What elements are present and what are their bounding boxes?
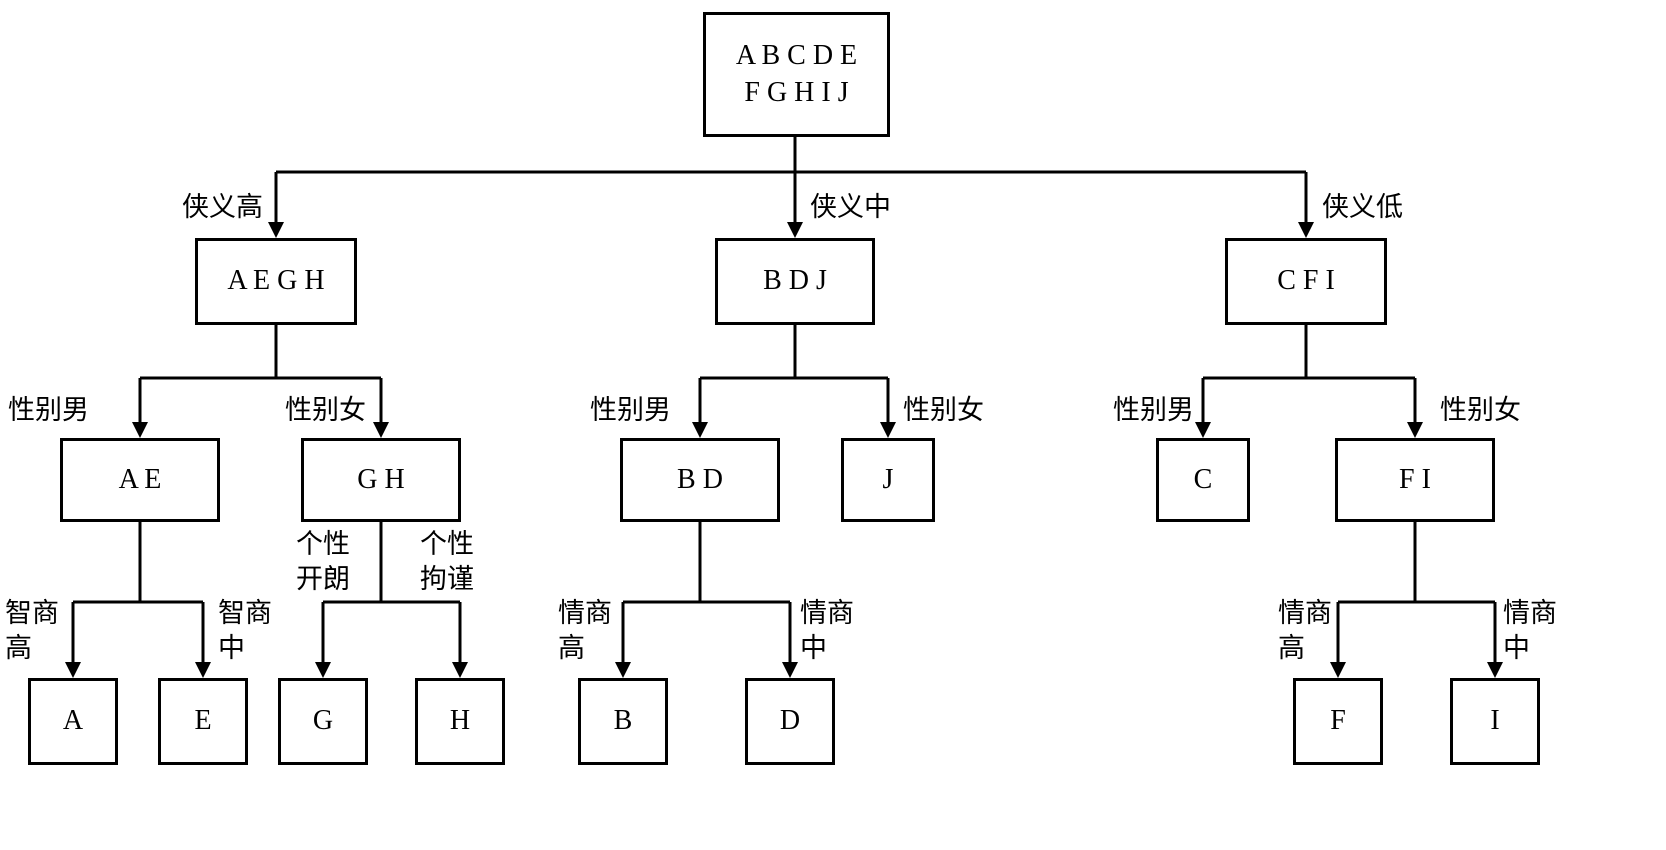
node-fi: F I	[1335, 438, 1495, 522]
branch-label-eq-mid-right: 情商 中	[1503, 598, 1557, 664]
node-d: D	[745, 678, 835, 765]
arrowhead	[1487, 662, 1503, 678]
branch-label-gender-female-mid: 性别女	[903, 395, 984, 425]
arrowhead	[880, 422, 896, 438]
branch-label-eq-high-right: 情商 高	[1278, 598, 1332, 664]
node-a: A	[28, 678, 118, 765]
branch-label-eq-high-mid: 情商 高	[558, 598, 612, 664]
node-bdj: B D J	[715, 238, 875, 325]
connector-path	[71, 137, 1497, 666]
branch-label-gender-male-mid: 性别男	[590, 395, 671, 425]
arrowhead	[1195, 422, 1211, 438]
arrowhead	[692, 422, 708, 438]
arrowhead	[65, 662, 81, 678]
arrowhead	[1407, 422, 1423, 438]
arrowhead	[787, 222, 803, 238]
node-bd: B D	[620, 438, 780, 522]
branch-label-chivalry-high: 侠义高	[182, 192, 263, 222]
node-i: I	[1450, 678, 1540, 765]
branch-label-iq-high: 智商 高	[5, 598, 59, 664]
node-root-line2: F G H I J	[744, 76, 849, 108]
branch-label-iq-mid: 智商 中	[218, 598, 272, 664]
node-h: H	[415, 678, 505, 765]
branch-label-personality-reserved: 个性 拘谨	[420, 529, 474, 595]
node-f: F	[1293, 678, 1383, 765]
arrowhead	[268, 222, 284, 238]
branch-label-eq-mid-mid: 情商 中	[800, 598, 854, 664]
branch-label-chivalry-mid: 侠义中	[810, 192, 891, 222]
branch-label-personality-outgoing: 个性 开朗	[296, 529, 350, 595]
arrowhead	[132, 422, 148, 438]
arrowhead	[195, 662, 211, 678]
arrowhead	[1330, 662, 1346, 678]
node-c: C	[1156, 438, 1250, 522]
branch-label-gender-female-left: 性别女	[285, 395, 366, 425]
arrowhead	[452, 662, 468, 678]
node-ae: A E	[60, 438, 220, 522]
branch-label-gender-male-left: 性别男	[8, 395, 89, 425]
arrowhead	[615, 662, 631, 678]
arrowheads	[65, 222, 1503, 678]
arrowhead	[782, 662, 798, 678]
node-cfi: C F I	[1225, 238, 1387, 325]
node-e: E	[158, 678, 248, 765]
node-j: J	[841, 438, 935, 522]
node-b: B	[578, 678, 668, 765]
arrowhead	[315, 662, 331, 678]
arrowhead	[373, 422, 389, 438]
node-root: A B C D E F G H I J	[703, 12, 890, 137]
node-g: G	[278, 678, 368, 765]
arrowhead	[1298, 222, 1314, 238]
node-gh: G H	[301, 438, 461, 522]
branch-label-gender-female-right: 性别女	[1440, 395, 1521, 425]
branch-label-gender-male-right: 性别男	[1113, 395, 1194, 425]
node-root-line1: A B C D E	[735, 40, 858, 72]
node-aegh: A E G H	[195, 238, 357, 325]
branch-label-chivalry-low: 侠义低	[1322, 192, 1403, 222]
